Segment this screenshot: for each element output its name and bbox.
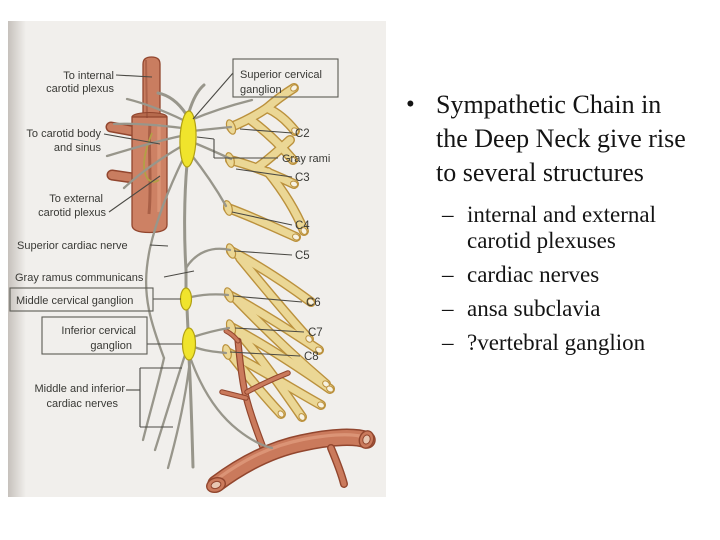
sympathetic-chain-fibers [105, 83, 274, 470]
label-c6: C6 [306, 297, 321, 309]
superior-cervical-ganglion-shape [179, 110, 197, 168]
sub-bullet-text: ansa subclavia [467, 296, 601, 321]
label-gray-ramus-communicans: Gray ramus communicans [15, 272, 144, 284]
sub-bullet-text: ?vertebral ganglion [467, 330, 646, 355]
dash-marker: – [442, 262, 454, 287]
sub-bullet-text: cardiac nerves [467, 262, 600, 287]
label-inferior-cervical-ganglion-2: ganglion [90, 340, 132, 352]
slide-text-block: • Sympathetic Chain in the Deep Neck giv… [403, 88, 703, 364]
main-bullet-text: Sympathetic Chain in the Deep Neck give … [436, 90, 686, 187]
neck-sympathetic-chain-figure: To internal carotid plexus To carotid bo… [8, 21, 386, 497]
label-c2: C2 [295, 128, 310, 140]
label-superior-cardiac-nerve: Superior cardiac nerve [17, 240, 128, 252]
subclavian-artery [206, 328, 376, 493]
label-to-carotid-body: To carotid body [26, 128, 101, 140]
label-superior-cervical-ganglion: Superior cervical [240, 69, 322, 81]
middle-cervical-ganglion-box [9, 287, 154, 312]
sub-bullet-text: internal and external carotid plexuses [467, 202, 657, 253]
inferior-cervical-ganglion-shape [181, 327, 197, 361]
ganglia [179, 110, 197, 361]
sub-bullet-list: – internal and external carotid plexuses… [442, 202, 703, 356]
sub-bullet-item: – cardiac nerves [442, 262, 703, 288]
figure-background [8, 21, 386, 497]
leader-lines [103, 72, 305, 428]
label-to-internal-carotid-plexus: To internal [63, 70, 114, 82]
superior-cervical-ganglion-box [232, 58, 339, 98]
label-inferior-cervical-ganglion: Inferior cervical [61, 325, 136, 337]
label-c5: C5 [295, 250, 310, 262]
inferior-cervical-ganglion-box [41, 316, 148, 355]
middle-cervical-ganglion-shape [179, 287, 193, 311]
label-c3: C3 [295, 172, 310, 184]
main-bullet: • Sympathetic Chain in the Deep Neck giv… [403, 88, 703, 190]
label-c7: C7 [308, 327, 323, 339]
label-to-carotid-body-2: and sinus [54, 142, 102, 154]
sub-bullet-item: – ansa subclavia [442, 296, 703, 322]
label-gray-rami: Gray rami [282, 153, 330, 165]
label-middle-cervical-ganglion: Middle cervical ganglion [16, 295, 133, 307]
label-boxes [9, 58, 339, 355]
sub-bullet-item: – internal and external carotid plexuses [442, 202, 703, 254]
dash-marker: – [442, 296, 454, 321]
label-c4: C4 [295, 220, 310, 232]
label-middle-inferior-cardiac-nerves-2: cardiac nerves [46, 398, 118, 410]
label-to-internal-carotid-plexus-2: carotid plexus [46, 83, 114, 95]
label-to-external-carotid-plexus-2: carotid plexus [38, 207, 106, 219]
dash-marker: – [442, 330, 454, 355]
label-middle-inferior-cardiac-nerves: Middle and inferior [35, 383, 126, 395]
label-superior-cervical-ganglion-2: ganglion [240, 84, 282, 96]
label-to-external-carotid-plexus: To external [49, 193, 103, 205]
label-c8: C8 [304, 351, 319, 363]
bullet-marker: • [406, 91, 415, 118]
sub-bullet-item: – ?vertebral ganglion [442, 330, 703, 356]
dash-marker: – [442, 202, 454, 227]
artery-cut-end [206, 430, 375, 493]
